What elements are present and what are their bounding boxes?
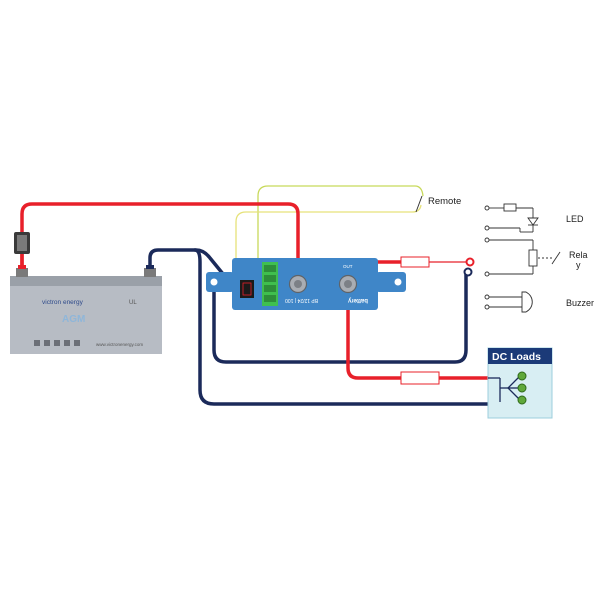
battery-type: AGM	[62, 314, 85, 325]
battery-ul-mark: UL	[129, 300, 137, 306]
buzzer-terminal-1	[484, 294, 490, 300]
battery-positive-post	[16, 268, 28, 277]
relay-label-line1: Rela	[569, 250, 588, 260]
protect-out-label: OUT	[343, 264, 353, 269]
led-diode-icon	[527, 217, 539, 226]
fuse-alarm	[400, 256, 430, 268]
remote-label: Remote	[428, 196, 461, 207]
dc-loads-title: DC Loads	[492, 351, 541, 363]
remote-switch	[415, 195, 423, 213]
battery-protect: OUT BP 12/24 | 100 battery	[206, 258, 406, 310]
battery: victron energy AGM UL www.victronenergy.…	[10, 265, 162, 354]
led-terminal-1	[484, 205, 490, 211]
buzzer-terminal-2	[484, 304, 490, 310]
remote-wire-yellow	[235, 204, 422, 262]
battery-website: www.victronenergy.com	[96, 342, 143, 347]
remote-wire-green	[257, 185, 424, 262]
buzzer-icon	[521, 291, 533, 313]
battery-negative-wire-to-protect	[148, 248, 234, 287]
load-node-2	[517, 383, 527, 393]
battery-positive-wire	[20, 202, 300, 270]
led-resistor	[503, 203, 517, 212]
battery-negative-post	[144, 268, 156, 277]
relay-label-line2: y	[576, 260, 581, 270]
relay-coil-icon	[528, 249, 538, 267]
fuse-loads	[400, 371, 440, 385]
load-node-1	[517, 371, 527, 381]
led-label: LED	[566, 214, 584, 224]
buzzer-label: Buzzer	[566, 298, 594, 308]
battery-brand: victron energy	[42, 299, 84, 306]
remote-wires	[235, 185, 424, 262]
alarm-positive-line	[400, 256, 468, 268]
dc-loads-header	[488, 348, 552, 364]
led-terminal-2	[484, 225, 490, 231]
protect-right-ear	[376, 272, 406, 292]
protect-display	[240, 280, 254, 298]
protect-model: BP 12/24 | 100	[285, 297, 318, 303]
alarm-positive-terminal	[465, 257, 475, 267]
relay-terminal-1	[484, 237, 490, 243]
battery-top	[10, 276, 162, 286]
load-node-3	[517, 395, 527, 405]
battery-negative-wire-to-loads	[193, 248, 490, 406]
battery-warning-icons	[34, 340, 80, 346]
alarm-negative-terminal	[463, 267, 473, 277]
alarm-outputs-schematic	[484, 203, 561, 313]
protect-out-to-loads-wire	[346, 298, 490, 380]
relay-terminal-2	[484, 271, 490, 277]
protect-left-ear	[206, 272, 234, 292]
relay-switch-icon	[551, 251, 561, 265]
dc-loads-box: DC Loads	[487, 347, 553, 419]
protect-name: battery	[347, 297, 368, 303]
battery-fuse-holder	[14, 232, 30, 268]
protect-terminal-block	[262, 262, 278, 306]
